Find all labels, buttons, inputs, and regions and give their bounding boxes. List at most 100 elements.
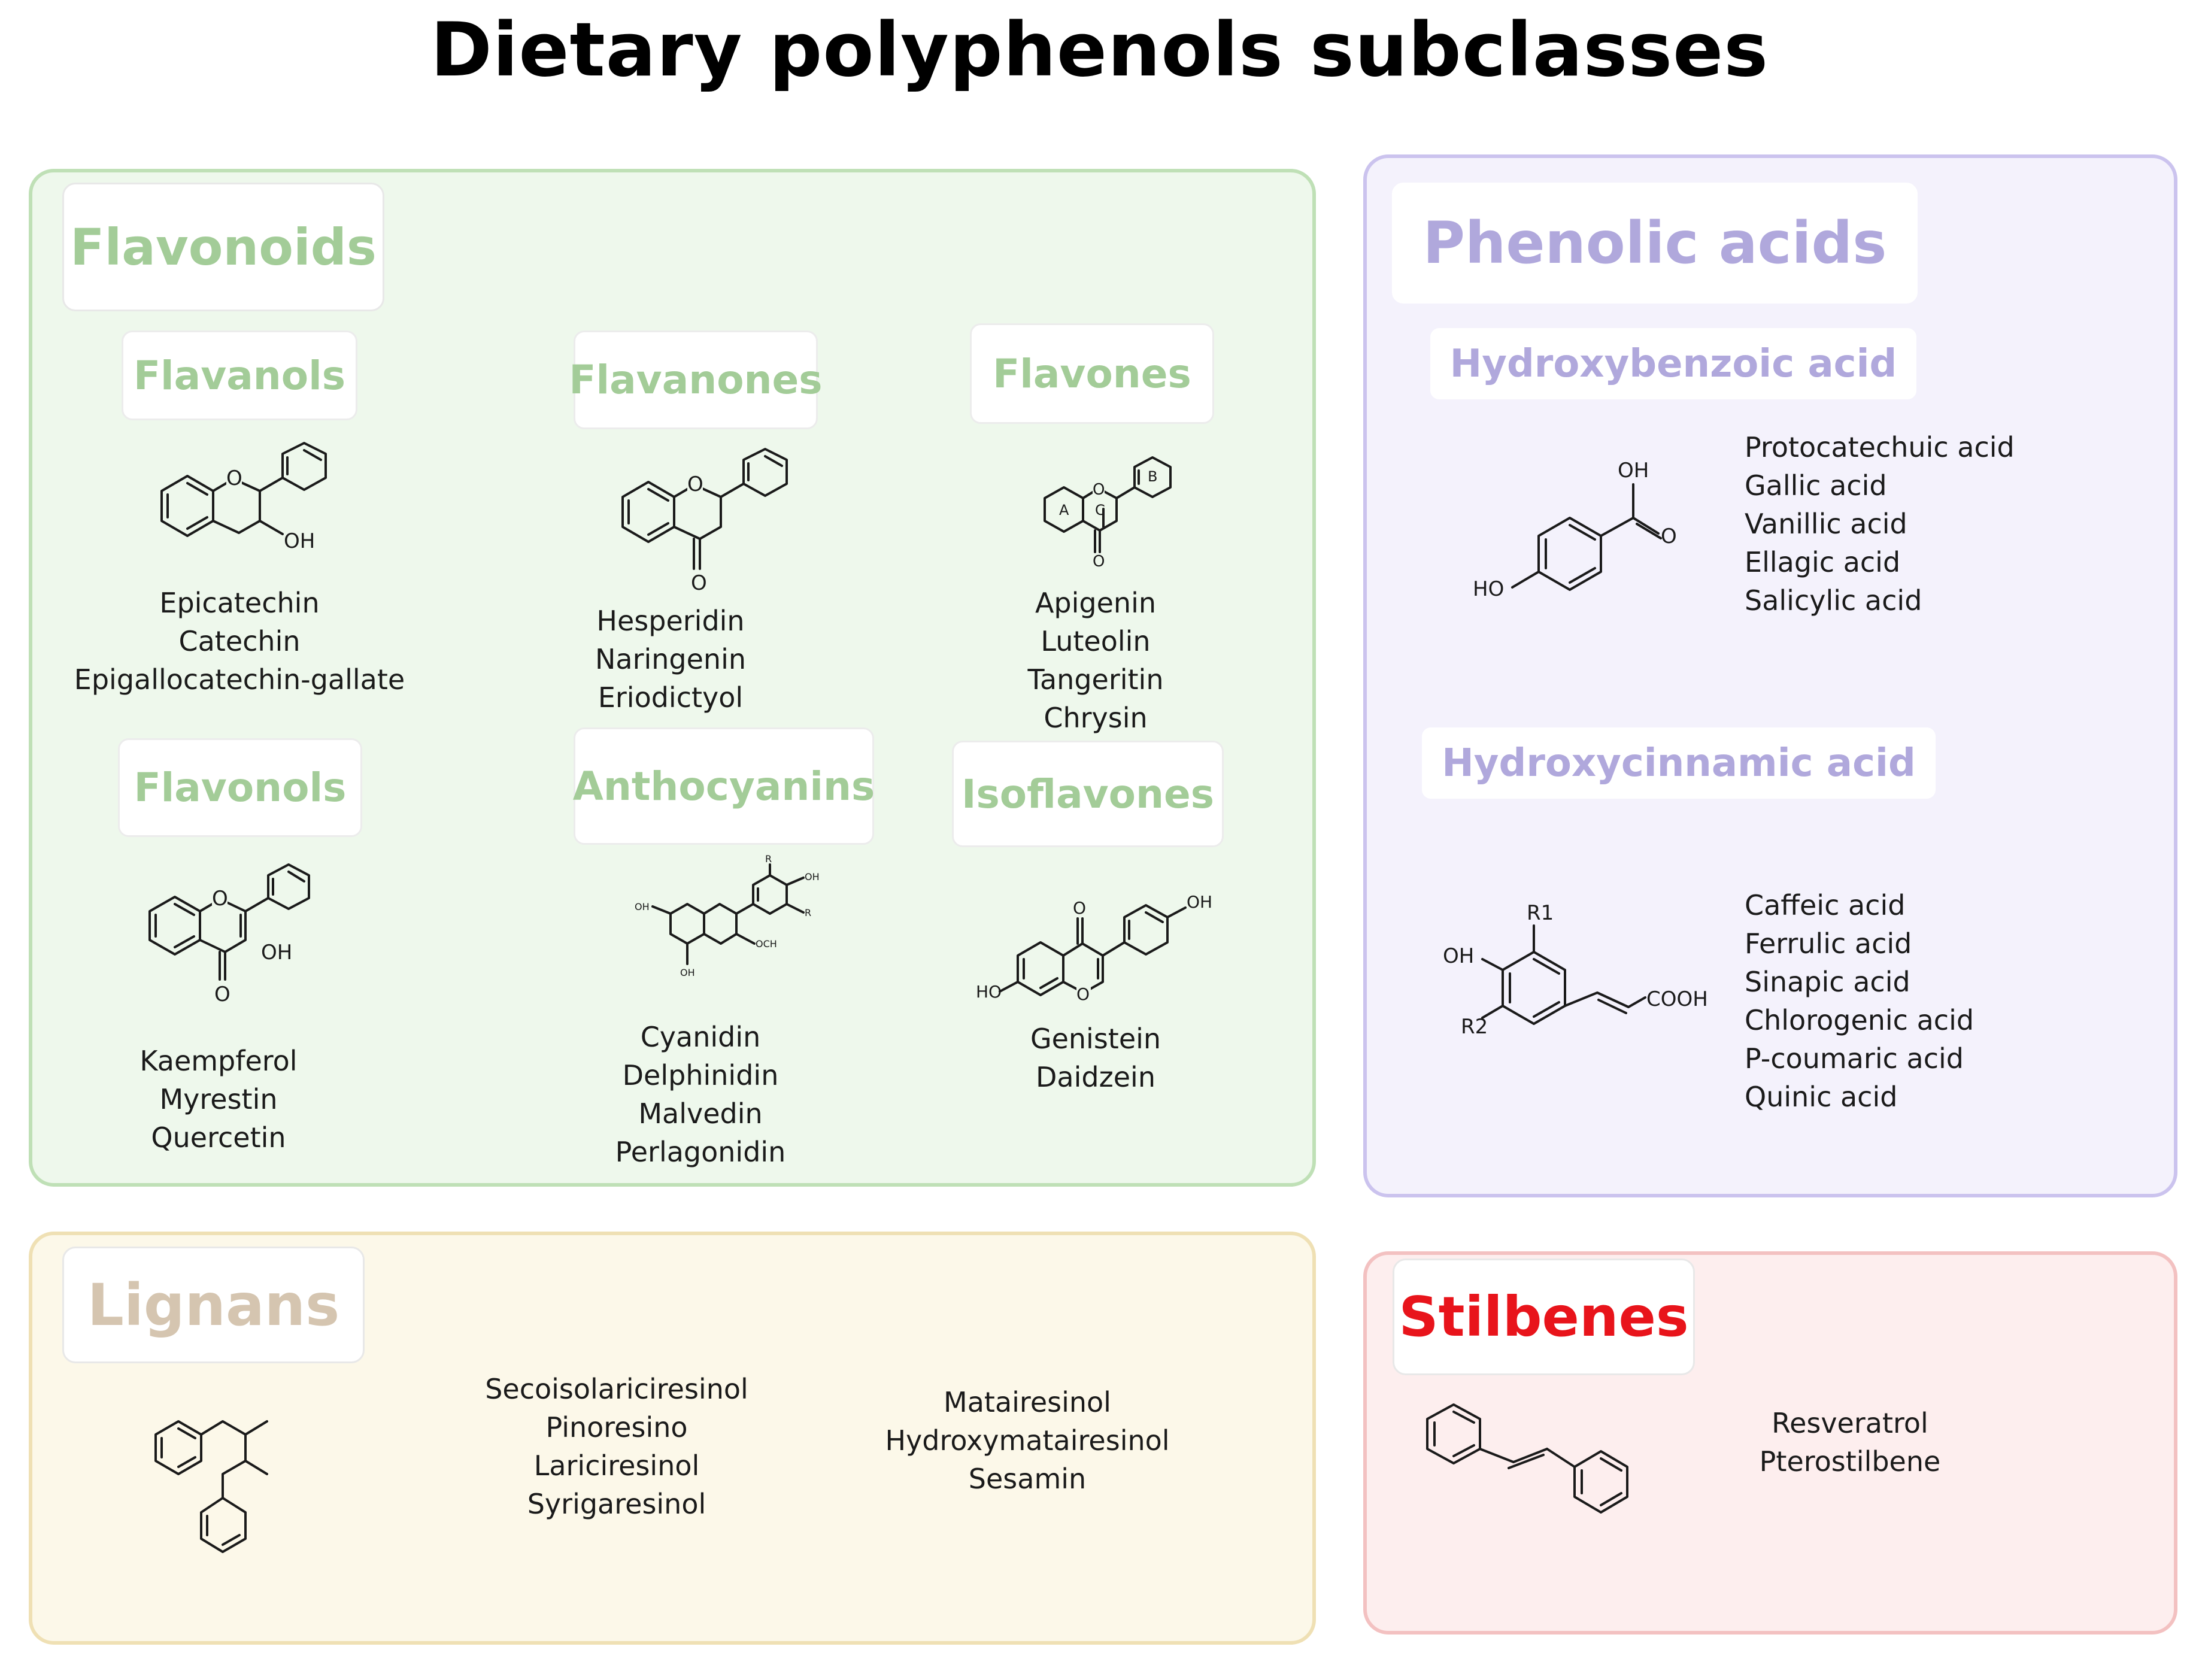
isoflavone-oh-label: OH	[1187, 892, 1212, 912]
svg-text:OCH: OCH	[756, 938, 777, 950]
flavone-ring-a: A	[1059, 502, 1069, 518]
stilbene-structure	[1426, 1403, 1628, 1514]
flavone-ring-c: C	[1095, 502, 1105, 518]
compound-epicatechin: Epicatechin	[159, 587, 320, 619]
compound-myrestin: Myrestin	[159, 1083, 278, 1115]
compound-quinic-acid: Quinic acid	[1745, 1081, 1898, 1113]
compound-catechin: Catechin	[178, 625, 301, 657]
compound-protocatechuic-acid: Protocatechuic acid	[1745, 431, 2015, 463]
compound-chlorogenic-acid: Chlorogenic acid	[1745, 1004, 1974, 1036]
compound-matairesinol: Matairesinol	[944, 1386, 1111, 1418]
compound-kaempferol: Kaempferol	[139, 1045, 298, 1077]
compound-genistein: Genistein	[1030, 1023, 1161, 1055]
compound-pinoresino: Pinoresino	[545, 1411, 688, 1444]
flavone-o-atom: O	[1093, 481, 1105, 499]
compound-resveratrol: Resveratrol	[1772, 1407, 1928, 1439]
flavones-compounds: Apigenin Luteolin Tangeritin Chrysin	[976, 584, 1215, 737]
hydroxycinnamic-acid-label: Hydroxycinnamic acid	[1420, 726, 1937, 800]
lignans-compounds-b: Matairesinol Hydroxymatairesinol Sesamin	[848, 1383, 1207, 1498]
svg-text:OH: OH	[635, 901, 650, 912]
compound-epigallocatechin-gallate: Epigallocatechin-gallate	[74, 663, 405, 696]
stilbenes-compounds: Resveratrol Pterostilbene	[1730, 1404, 1970, 1481]
isoflavone-structure: O O HO OH	[976, 892, 1212, 1004]
compound-naringenin: Naringenin	[595, 643, 747, 675]
compound-ellagic-acid: Ellagic acid	[1745, 546, 1901, 578]
flavanol-oh-label: OH	[284, 529, 315, 553]
stilbenes-label: Stilbenes	[1393, 1259, 1695, 1375]
hba-o-label: O	[1661, 524, 1677, 548]
flavanone-structure: O O	[621, 448, 788, 595]
flavanols-label: Flavanols	[122, 330, 357, 420]
compound-sesamin: Sesamin	[968, 1463, 1087, 1495]
compound-vanillic-acid: Vanillic acid	[1745, 508, 1907, 540]
svg-text:R: R	[765, 853, 772, 865]
flavanol-structure: O OH	[160, 442, 327, 553]
compound-delphinidin: Delphinidin	[622, 1059, 779, 1091]
hydroxycinnamic-acid-structure: R1 OH R2 COOH	[1443, 901, 1708, 1039]
compound-apigenin: Apigenin	[1035, 587, 1157, 619]
lignan-structure	[154, 1420, 268, 1553]
compound-daidzein: Daidzein	[1036, 1061, 1155, 1093]
flavonols-label: Flavonols	[118, 738, 362, 837]
compound-caffeic-acid: Caffeic acid	[1745, 889, 1906, 921]
hca-cooh-label: COOH	[1646, 987, 1708, 1011]
flavone-structure: O O A C B	[1044, 456, 1172, 571]
compound-sinapic-acid: Sinapic acid	[1745, 966, 1910, 998]
compound-hydroxymatairesinol: Hydroxymatairesinol	[885, 1424, 1170, 1457]
hca-r1-label: R1	[1527, 901, 1554, 925]
hca-r2-label: R2	[1461, 1015, 1488, 1039]
flavone-ring-b: B	[1148, 468, 1157, 485]
flavonoids-label: Flavonoids	[62, 183, 384, 311]
compound-lariciresinol: Lariciresinol	[533, 1449, 700, 1482]
flavanones-compounds: Hesperidin Naringenin Eriodictyol	[551, 602, 790, 717]
flavanone-carbonyl-o: O	[691, 571, 707, 595]
compound-luteolin: Luteolin	[1041, 625, 1151, 657]
svg-text:R: R	[805, 907, 811, 918]
hydroxybenzoic-compounds: Protocatechuic acid Gallic acid Vanillic…	[1745, 428, 2015, 620]
anthocyanin-structure: OH OH OCH R OH R	[635, 853, 820, 978]
compound-eriodictyol: Eriodictyol	[597, 681, 744, 714]
compound-salicylic-acid: Salicylic acid	[1745, 584, 1922, 617]
compound-perlagonidin: Perlagonidin	[615, 1136, 786, 1168]
page-title: Dietary polyphenols subclasses	[430, 7, 1769, 93]
flavonol-o-atom: O	[212, 887, 228, 911]
svg-text:OH: OH	[680, 967, 695, 978]
anthocyanins-compounds: Cyanidin Delphinidin Malvedin Perlagonid…	[581, 1018, 820, 1171]
compound-p-coumaric-acid: P-coumaric acid	[1745, 1042, 1964, 1075]
hca-oh-label: OH	[1443, 944, 1474, 968]
compound-secoisolariciresinol: Secoisolariciresinol	[485, 1373, 748, 1405]
hba-ho-label: HO	[1473, 577, 1504, 601]
isoflavone-carbonyl-o: O	[1073, 898, 1086, 918]
compound-malvedin: Malvedin	[638, 1097, 763, 1130]
lignans-compounds-a: Secoisolariciresinol Pinoresino Laricire…	[437, 1370, 796, 1523]
isoflavones-label: Isoflavones	[952, 741, 1224, 847]
svg-text:OH: OH	[805, 871, 820, 883]
flavonol-structure: O OH O	[148, 863, 310, 1006]
compound-chrysin: Chrysin	[1044, 702, 1148, 734]
compound-syrigaresinol: Syrigaresinol	[527, 1488, 706, 1520]
isoflavone-ho-label: HO	[976, 982, 1002, 1002]
flavanol-o-atom: O	[226, 466, 242, 490]
compound-pterostilbene: Pterostilbene	[1759, 1445, 1941, 1478]
compound-quercetin: Quercetin	[151, 1121, 286, 1154]
compound-cyanidin: Cyanidin	[640, 1021, 761, 1053]
isoflavone-o-atom: O	[1076, 984, 1090, 1004]
flavanone-o-atom: O	[687, 472, 703, 496]
flavonol-oh-label: OH	[261, 941, 292, 965]
flavonols-compounds: Kaempferol Myrestin Quercetin	[99, 1042, 338, 1157]
isoflavones-compounds: Genistein Daidzein	[976, 1020, 1215, 1096]
flavanols-compounds: Epicatechin Catechin Epigallocatechin-ga…	[60, 584, 419, 699]
phenolic-acids-label: Phenolic acids	[1390, 181, 1919, 305]
compound-tangeritin: Tangeritin	[1027, 663, 1164, 696]
lignans-label: Lignans	[62, 1247, 365, 1363]
compound-ferrulic-acid: Ferrulic acid	[1745, 927, 1912, 960]
hba-oh-label: OH	[1618, 459, 1649, 483]
anthocyanins-label: Anthocyanins	[573, 727, 875, 845]
flavones-label: Flavones	[970, 323, 1214, 424]
hydroxybenzoic-acid-structure: OH O HO	[1473, 459, 1677, 601]
hydroxybenzoic-acid-label: Hydroxybenzoic acid	[1428, 326, 1918, 401]
hydroxycinnamic-compounds: Caffeic acid Ferrulic acid Sinapic acid …	[1745, 886, 1974, 1116]
compound-gallic-acid: Gallic acid	[1745, 469, 1887, 502]
flavanones-label: Flavanones	[569, 330, 823, 429]
flavone-carbonyl-o: O	[1093, 553, 1105, 571]
